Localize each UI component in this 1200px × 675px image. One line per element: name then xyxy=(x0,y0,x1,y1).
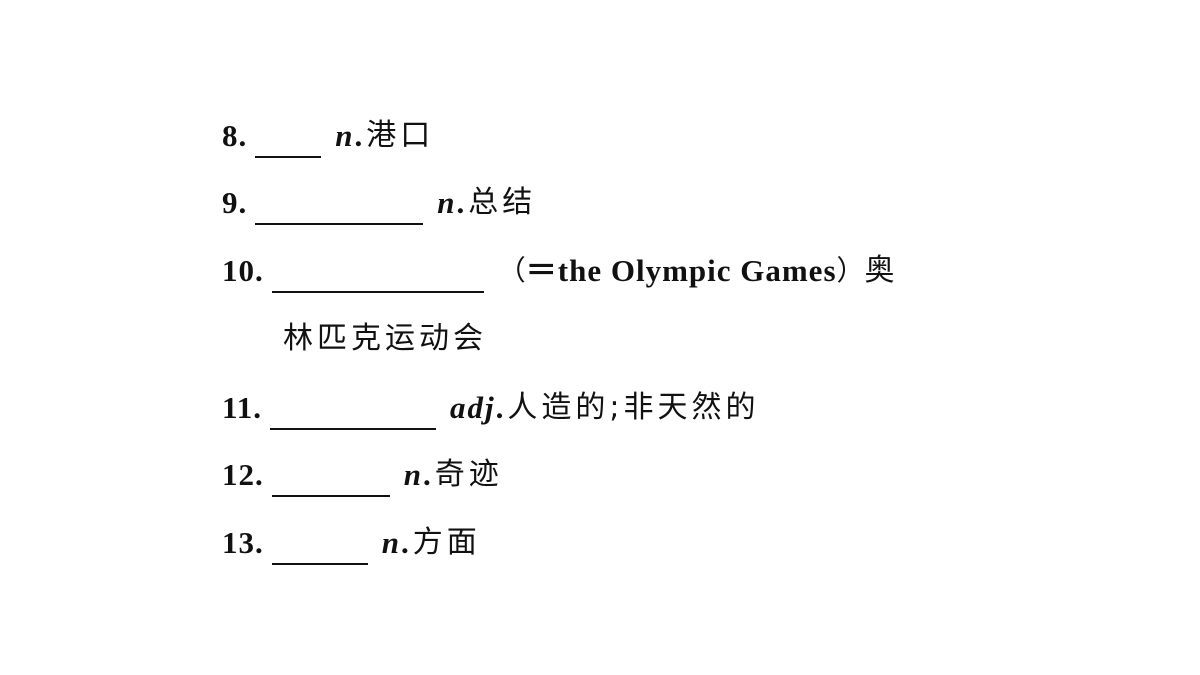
pos-dot: . xyxy=(456,185,465,220)
exercise-item-10: 10. （ ＝ the Olympic Games ） 奥 xyxy=(222,247,899,295)
meaning: 方面 xyxy=(412,525,481,560)
answer-blank[interactable] xyxy=(270,392,437,430)
item-number: 12. xyxy=(222,457,264,492)
meaning: 人造的;非天然的 xyxy=(507,390,760,425)
item-number: 9. xyxy=(222,185,248,220)
answer-blank[interactable] xyxy=(271,527,368,565)
part-of-speech: n xyxy=(403,457,423,492)
meaning: 总结 xyxy=(468,185,537,220)
pos-dot: . xyxy=(423,457,431,492)
part-of-speech: n xyxy=(335,118,355,153)
exercise-item-8: 8. n . 港口 xyxy=(222,112,434,160)
answer-blank[interactable] xyxy=(255,120,322,158)
item-number: 11. xyxy=(222,390,263,425)
pos-dot: . xyxy=(354,118,363,153)
equals-sign: ＝ xyxy=(525,253,558,288)
answer-blank[interactable] xyxy=(271,255,484,293)
part-of-speech: adj xyxy=(450,390,496,425)
exercise-item-13: 13. n . 方面 xyxy=(222,519,481,567)
meaning: 港口 xyxy=(366,118,435,153)
meaning: 奇迹 xyxy=(434,457,503,492)
meaning-rest: 林匹克运动会 xyxy=(283,321,487,356)
exercise-item-12: 12. n . 奇迹 xyxy=(222,451,503,499)
answer-blank[interactable] xyxy=(271,459,390,497)
pos-dot: . xyxy=(401,525,409,560)
item-number: 8. xyxy=(222,118,248,153)
exercise-item-9: 9. n . 总结 xyxy=(222,179,536,227)
open-paren: （ xyxy=(497,254,526,287)
item-number: 10. xyxy=(222,253,264,288)
exercise-item-11: 11. adj . 人造的;非天然的 xyxy=(222,384,760,432)
pos-dot: . xyxy=(495,390,504,425)
close-paren: ） xyxy=(836,254,865,287)
english-phrase: the Olympic Games xyxy=(557,253,837,288)
exercise-item-10-continued: 林匹克运动会 xyxy=(283,315,487,363)
part-of-speech: n xyxy=(381,525,401,560)
item-number: 13. xyxy=(222,525,264,560)
answer-blank[interactable] xyxy=(255,187,424,225)
part-of-speech: n xyxy=(437,185,457,220)
meaning-start: 奥 xyxy=(864,253,899,288)
